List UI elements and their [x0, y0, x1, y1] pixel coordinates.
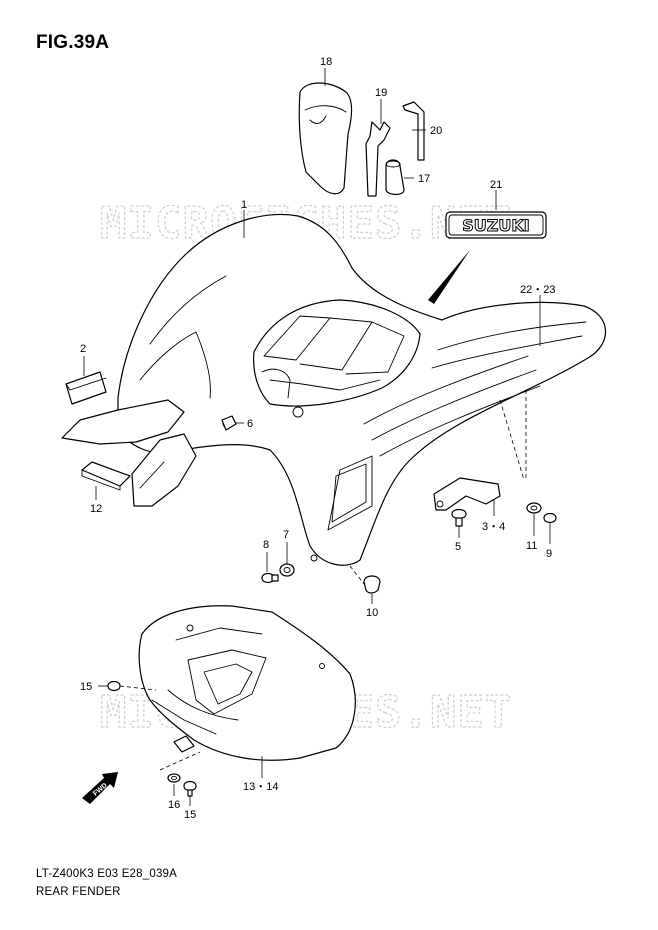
part-21-emblem: SUZUKI: [445, 211, 547, 239]
callout-15-left: 15: [80, 681, 92, 693]
callout-8: 8: [263, 539, 269, 551]
callout-17: 17: [418, 173, 430, 185]
part-11-washer: [526, 502, 542, 514]
part-1314-mudguard: [138, 605, 356, 761]
callout-10: 10: [366, 607, 378, 619]
leader-lines: [83, 68, 551, 806]
emblem-pointer-arrow: [428, 250, 470, 304]
callout-1314: 13・14: [243, 781, 278, 793]
callout-11: 11: [526, 540, 537, 552]
part-34-bracket: [433, 477, 501, 511]
part-5-bolt: [451, 508, 467, 527]
part-10-nut: [363, 575, 381, 594]
part-19-wrench: [365, 121, 391, 197]
callout-20: 20: [430, 125, 442, 137]
part-15-screw-bottom: [183, 780, 197, 797]
callout-19: 19: [375, 87, 387, 99]
part-9-bolt: [543, 512, 557, 524]
callout-21: 21: [490, 179, 502, 191]
callout-6: 6: [247, 418, 253, 430]
part-1-rear-fender: [61, 213, 607, 566]
part-12-strip: [81, 461, 131, 491]
part-7-washer: [279, 563, 295, 577]
fwd-direction-arrow: FWD: [82, 772, 118, 804]
emblem-text: SUZUKI: [462, 216, 529, 235]
callout-34: 3・4: [482, 521, 505, 533]
part-16-washer: [167, 773, 181, 783]
callout-12: 12: [90, 503, 102, 515]
callout-7: 7: [283, 529, 289, 541]
part-18-cover: [298, 82, 353, 195]
callout-1: 1: [241, 199, 247, 211]
section-name: REAR FENDER: [36, 886, 121, 898]
callout-2: 2: [80, 343, 86, 355]
part-8-screw: [261, 572, 279, 584]
callout-18: 18: [320, 56, 332, 68]
callout-5: 5: [455, 541, 461, 553]
part-15-screw-left: [107, 680, 121, 692]
callout-9: 9: [546, 548, 552, 560]
part-2-pad: [65, 371, 107, 405]
callout-2223: 22・23: [520, 284, 555, 296]
figure-title: FIG.39A: [36, 32, 110, 53]
part-17-tube: [385, 159, 405, 196]
callout-15-bottom: 15: [184, 809, 196, 821]
part-20-allen-key: [402, 101, 425, 161]
callout-16: 16: [168, 799, 180, 811]
part-6-screw: [221, 415, 237, 431]
model-code: LT-Z400K3 E03 E28_039A: [36, 868, 178, 880]
